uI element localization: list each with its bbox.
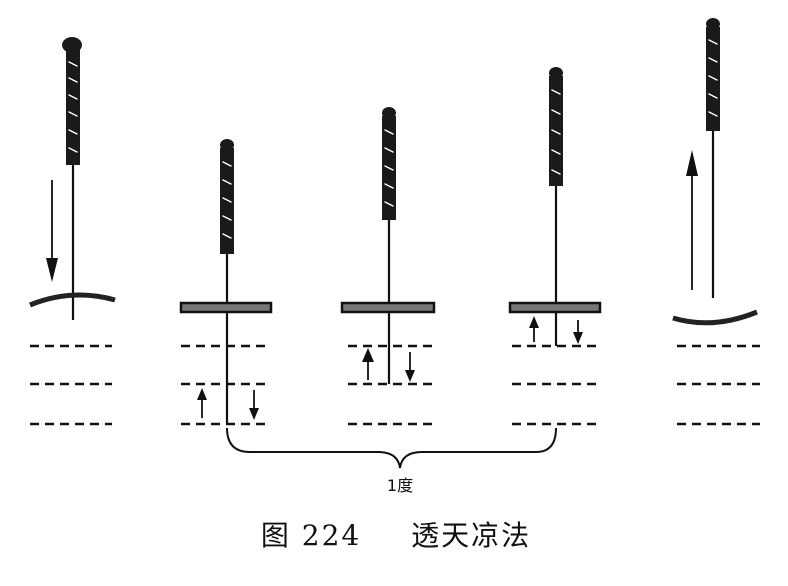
depth-label: 1度 [386, 476, 414, 495]
needle-3 [382, 107, 396, 384]
panel-2 [179, 139, 273, 426]
needle-handle [66, 50, 80, 165]
caption-title: 透天凉法 [411, 519, 532, 552]
needle-handle [706, 27, 720, 131]
skin-surface [672, 309, 758, 326]
needle-tip-knob [62, 37, 82, 53]
panel-5 [672, 18, 760, 426]
skin-surface [508, 301, 602, 314]
depth-brace [226, 427, 557, 469]
skin-surface [340, 301, 436, 314]
needle-5 [706, 18, 720, 298]
needle-handle [549, 76, 563, 186]
needle-1 [62, 37, 82, 320]
needle-2 [220, 139, 234, 424]
panel-3 [340, 107, 436, 426]
skin-surface [179, 301, 273, 314]
figure-caption: 图 224 透天凉法 [226, 514, 566, 554]
caption-number: 图 224 [260, 519, 362, 552]
needle-4 [549, 67, 563, 346]
panel-4 [508, 67, 602, 426]
skin-surface [29, 292, 116, 308]
needle-handle [220, 148, 234, 254]
panel-1 [29, 37, 116, 426]
